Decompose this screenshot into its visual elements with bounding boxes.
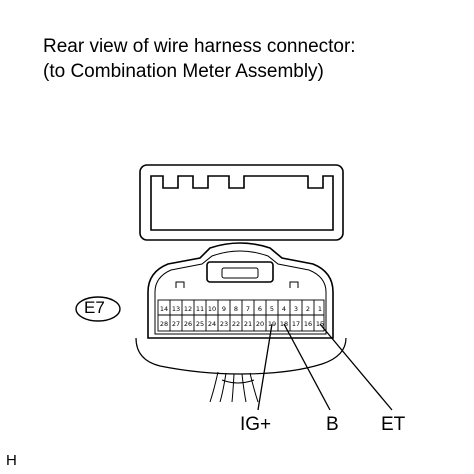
pin-2: 2 [306, 305, 310, 313]
mating-connector [139, 164, 344, 241]
title-line-2: (to Combination Meter Assembly) [43, 61, 324, 82]
leader-lines [257, 323, 393, 411]
callout-et: ET [381, 414, 406, 435]
connector-code-oval [75, 296, 121, 322]
pin-8: 8 [234, 305, 238, 313]
pin-21: 21 [244, 320, 252, 328]
pin-27: 27 [172, 320, 180, 328]
pin-12: 12 [184, 305, 192, 313]
pin-4: 4 [282, 305, 286, 313]
pin-23: 23 [220, 320, 228, 328]
pin-28: 28 [160, 320, 168, 328]
pin-22: 22 [232, 320, 240, 328]
corner-mark: H [6, 452, 17, 469]
pin-5: 5 [270, 305, 274, 313]
connector-code: E7 [84, 298, 105, 317]
pin-grid [157, 299, 325, 332]
pin-1: 1 [318, 305, 322, 313]
pin-26: 26 [184, 320, 192, 328]
pin-14: 14 [160, 305, 168, 313]
pin-6: 6 [258, 305, 262, 313]
callout-b: B [326, 414, 339, 435]
pin-11: 11 [196, 305, 204, 313]
callout-ig-plus: IG+ [240, 414, 272, 435]
pin-10: 10 [208, 305, 216, 313]
pin-17: 17 [292, 320, 300, 328]
pin-25: 25 [196, 320, 204, 328]
pin-16: 16 [304, 320, 312, 328]
harness-connector [135, 242, 347, 403]
pin-3: 3 [294, 305, 298, 313]
pin-9: 9 [222, 305, 226, 313]
pin-20: 20 [256, 320, 264, 328]
pin-24: 24 [208, 320, 216, 328]
title-line-1: Rear view of wire harness connector: [43, 36, 356, 57]
pin-7: 7 [246, 305, 250, 313]
pin-13: 13 [172, 305, 180, 313]
